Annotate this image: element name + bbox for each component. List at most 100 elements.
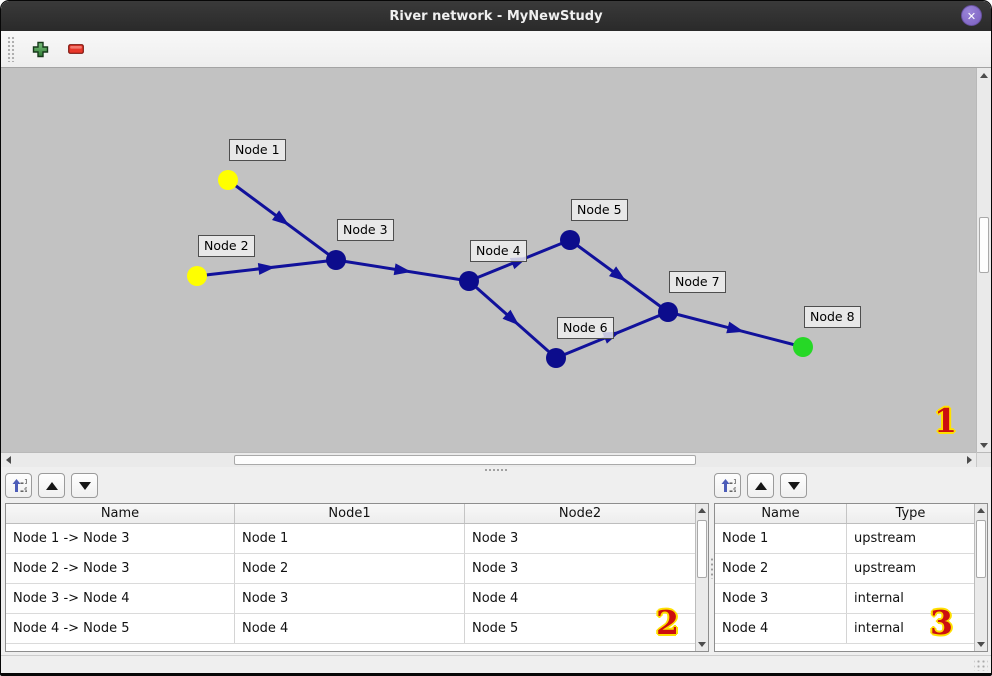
table-cell[interactable]: Node 4 [715, 614, 847, 643]
table-row[interactable]: Node 4 internal [715, 614, 974, 644]
vertical-scroll-thumb[interactable] [697, 520, 707, 578]
table-cell[interactable]: upstream [854, 531, 917, 546]
svg-text:1: 1 [733, 478, 736, 485]
table-cell[interactable]: Node 3 [715, 584, 847, 613]
annotation-number: 1 [934, 401, 957, 440]
table-cell[interactable]: internal [854, 591, 904, 606]
move-down-button[interactable] [71, 473, 98, 498]
remove-minus-icon [68, 44, 84, 54]
network-node[interactable] [658, 302, 678, 322]
window-title: River network - MyNewStudy [389, 8, 603, 24]
column-header-node2[interactable]: Node2 [558, 506, 602, 521]
table-row[interactable]: Node 2 upstream [715, 554, 974, 584]
edge-arrow-icon [257, 262, 276, 275]
scroll-up-button[interactable] [696, 504, 708, 517]
scrollbar-corner [976, 452, 991, 467]
network-svg [187, 170, 813, 368]
edge-arrow-icon [393, 263, 412, 276]
vertical-splitter[interactable] [709, 473, 714, 652]
network-node[interactable] [560, 230, 580, 250]
network-node[interactable] [326, 250, 346, 270]
column-header-name[interactable]: Name [715, 504, 847, 523]
node-table-scrollbar[interactable] [974, 504, 987, 651]
horizontal-scroll-thumb[interactable] [234, 455, 696, 465]
triangle-up-icon [980, 72, 988, 78]
partial-row [6, 644, 695, 651]
close-button[interactable]: ✕ [961, 5, 982, 26]
move-up-button[interactable] [747, 473, 774, 498]
table-cell[interactable]: Node 1 -> Node 3 [6, 524, 235, 553]
table-row[interactable]: Node 1 upstream [715, 524, 974, 554]
network-node[interactable] [187, 266, 207, 286]
remove-button[interactable] [63, 36, 89, 62]
table-cell[interactable]: Node 4 [472, 591, 519, 606]
vertical-scroll-thumb[interactable] [976, 520, 986, 578]
scroll-down-button[interactable] [975, 638, 987, 651]
table-cell[interactable]: Node 3 [235, 584, 465, 613]
canvas-vertical-scrollbar[interactable] [976, 68, 991, 452]
edge-arrow-icon [602, 331, 621, 344]
canvas-horizontal-scrollbar[interactable] [1, 452, 976, 467]
table-cell[interactable]: Node 1 [235, 524, 465, 553]
network-node[interactable] [793, 337, 813, 357]
scroll-up-button[interactable] [975, 504, 987, 517]
table-cell[interactable]: Node 4 -> Node 5 [6, 614, 235, 643]
annotation-number: 2 [656, 603, 679, 642]
toolbar-drag-handle[interactable] [7, 36, 15, 62]
table-cell[interactable]: Node 2 [715, 554, 847, 583]
close-icon: ✕ [966, 10, 977, 23]
table-cell[interactable]: Node 2 [235, 554, 465, 583]
reach-table-scrollbar[interactable] [695, 504, 708, 651]
annotation-number: 3 [930, 603, 953, 642]
table-cell[interactable]: Node 3 [472, 561, 519, 576]
vertical-splitter-handle[interactable] [710, 557, 714, 579]
network-node[interactable] [546, 348, 566, 368]
edge-arrow-icon [609, 266, 627, 282]
move-down-button[interactable] [780, 473, 807, 498]
add-button[interactable] [27, 36, 53, 62]
scroll-left-button[interactable] [1, 453, 15, 467]
table-cell[interactable]: Node 3 -> Node 4 [6, 584, 235, 613]
network-node[interactable] [218, 170, 238, 190]
scroll-down-button[interactable] [977, 438, 991, 452]
title-bar: River network - MyNewStudy ✕ [1, 1, 991, 31]
column-header-name[interactable]: Name [6, 504, 235, 523]
move-up-button[interactable] [38, 473, 65, 498]
triangle-down-icon [78, 481, 91, 490]
table-cell[interactable]: upstream [854, 561, 917, 576]
column-header-type[interactable]: Type [895, 506, 926, 521]
table-cell[interactable]: Node 2 -> Node 3 [6, 554, 235, 583]
horizontal-splitter-handle[interactable] [484, 468, 508, 472]
scroll-right-button[interactable] [962, 453, 976, 467]
table-cell[interactable]: Node 4 [235, 614, 465, 643]
vertical-scroll-thumb[interactable] [979, 217, 989, 273]
triangle-up-icon [754, 481, 767, 490]
resize-grip[interactable] [974, 658, 988, 671]
table-cell[interactable]: Node 3 [472, 531, 519, 546]
column-header-node1[interactable]: Node1 [235, 504, 465, 523]
scroll-down-button[interactable] [696, 638, 708, 651]
table-cell[interactable]: Node 5 [472, 621, 519, 636]
triangle-left-icon [5, 456, 11, 464]
table-cell[interactable]: internal [854, 621, 904, 636]
scroll-up-button[interactable] [977, 68, 991, 82]
table-row[interactable]: Node 3 internal [715, 584, 974, 614]
table-cell[interactable]: Node 1 [715, 524, 847, 553]
sort-button[interactable]: 1 9 [714, 473, 741, 498]
network-node[interactable] [459, 271, 479, 291]
edge-arrow-icon [726, 321, 745, 334]
sort-button[interactable]: 1 9 [5, 473, 32, 498]
